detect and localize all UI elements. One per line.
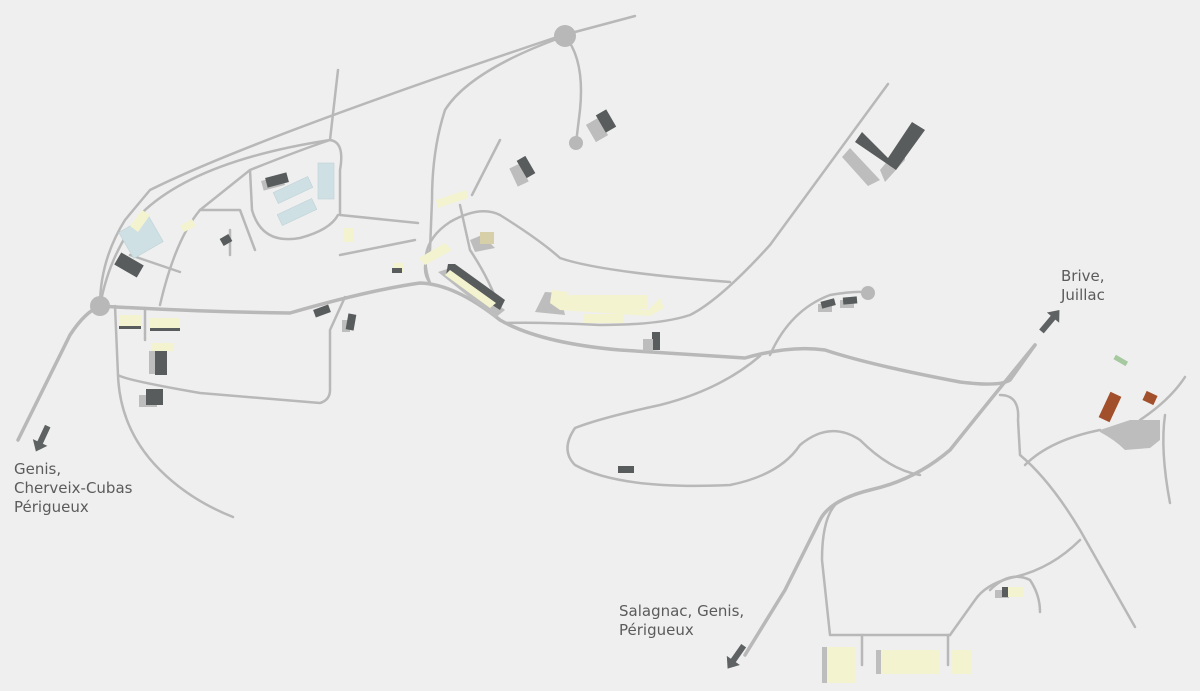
building-light — [880, 650, 940, 674]
roundabout-icon — [90, 296, 110, 316]
road-inner-4 — [338, 238, 417, 257]
roundabout-icon — [569, 136, 583, 150]
building-dark — [150, 328, 180, 331]
road-main-south — [743, 343, 1037, 657]
buildings — [114, 109, 1158, 683]
roundabouts — [90, 25, 875, 316]
roundabout-icon — [554, 25, 576, 47]
road-east-stub — [768, 290, 870, 357]
building-shadow — [876, 650, 881, 674]
building-light — [445, 270, 496, 308]
road-campus-short — [470, 138, 502, 197]
building-green — [1113, 354, 1129, 367]
building-shadow — [585, 117, 609, 143]
building-shadow — [509, 163, 529, 187]
building-brown — [1098, 391, 1122, 423]
building-blue-grid — [118, 162, 335, 259]
building-dark — [855, 122, 925, 170]
road-inner-3 — [128, 253, 182, 274]
road-campus-loop — [424, 210, 732, 285]
building-dark — [516, 155, 536, 179]
building-dark — [820, 298, 836, 309]
building-light — [419, 243, 452, 265]
road-south-east-1 — [998, 393, 1137, 629]
building-dark — [265, 172, 289, 188]
building-dark — [219, 234, 233, 246]
arrow-icon — [726, 643, 747, 669]
building-shadow — [149, 351, 157, 374]
arrow-icon — [1039, 309, 1060, 334]
destination-label-salagnac-genis-perigueux: Salagnac, Genis, Périgueux — [619, 602, 744, 640]
roundabout-icon — [861, 286, 875, 300]
label-line: Juillac — [1061, 286, 1105, 304]
building-light — [180, 219, 196, 232]
building-dark — [155, 351, 167, 375]
building-dark — [618, 466, 634, 473]
building-light — [130, 210, 150, 232]
label-line: Périgueux — [619, 621, 694, 639]
building-dark — [842, 296, 858, 305]
road-south-east-3 — [1162, 413, 1172, 505]
building-light — [583, 314, 623, 323]
building-dark — [114, 252, 144, 278]
building-light — [480, 232, 494, 244]
building-dark — [313, 304, 331, 318]
building-light — [119, 315, 141, 326]
road-south-west-loop — [113, 295, 347, 405]
building-dark — [652, 332, 660, 350]
building-shadow — [822, 647, 827, 683]
road-south-stubs — [860, 633, 950, 667]
building-dark — [392, 268, 402, 273]
plaza-east — [1100, 420, 1160, 450]
road-far-east — [1138, 375, 1187, 422]
building-dark — [345, 313, 357, 331]
road-north-diagonal — [98, 138, 420, 308]
building-light — [570, 295, 648, 309]
building-light — [393, 263, 403, 272]
road-south-east-2 — [1023, 428, 1102, 467]
arrow-icon — [32, 424, 51, 452]
road-east-loop — [566, 354, 922, 488]
label-line: Périgueux — [14, 498, 89, 516]
direction-arrows — [32, 309, 1060, 669]
label-line: Genis, — [14, 460, 62, 478]
building-shadow — [643, 339, 653, 351]
building-shadow — [818, 304, 832, 312]
label-line: Brive, — [1061, 267, 1105, 285]
destination-label-genis-cherveix-perigueux: Genis, Cherveix-Cubas Périgueux — [14, 460, 132, 517]
road-south-parallel — [820, 503, 952, 637]
road-inner-loop — [248, 168, 340, 241]
building-dark — [595, 109, 617, 133]
building-brown — [1142, 390, 1158, 406]
building-shadow — [842, 140, 905, 186]
road-main-west — [16, 281, 1037, 442]
building-light — [150, 318, 180, 328]
label-line: Salagnac, Genis, — [619, 602, 745, 620]
building-light — [151, 343, 173, 351]
road-inner-2 — [198, 208, 257, 252]
road-south-west-long — [116, 373, 235, 519]
road-stub-north — [563, 34, 583, 145]
label-line: Cherveix-Cubas — [14, 479, 133, 497]
building-dark — [146, 389, 163, 405]
building-light — [343, 228, 353, 242]
destination-label-brive-juillac: Brive, Juillac — [1061, 267, 1105, 305]
road-hamlet-loop — [988, 575, 1042, 614]
building-light — [826, 647, 856, 683]
road-west-loop-inner — [328, 68, 340, 142]
building-dark — [119, 326, 141, 329]
road-north-east-diagonal — [503, 82, 890, 327]
building-dark — [1002, 587, 1008, 597]
building-light — [952, 650, 972, 674]
building-light — [436, 190, 468, 208]
building-light — [550, 290, 664, 316]
road-to-roundabout-north — [98, 14, 637, 308]
building-shadow — [342, 320, 350, 332]
building-light — [1007, 587, 1023, 597]
building-dark — [446, 264, 505, 310]
